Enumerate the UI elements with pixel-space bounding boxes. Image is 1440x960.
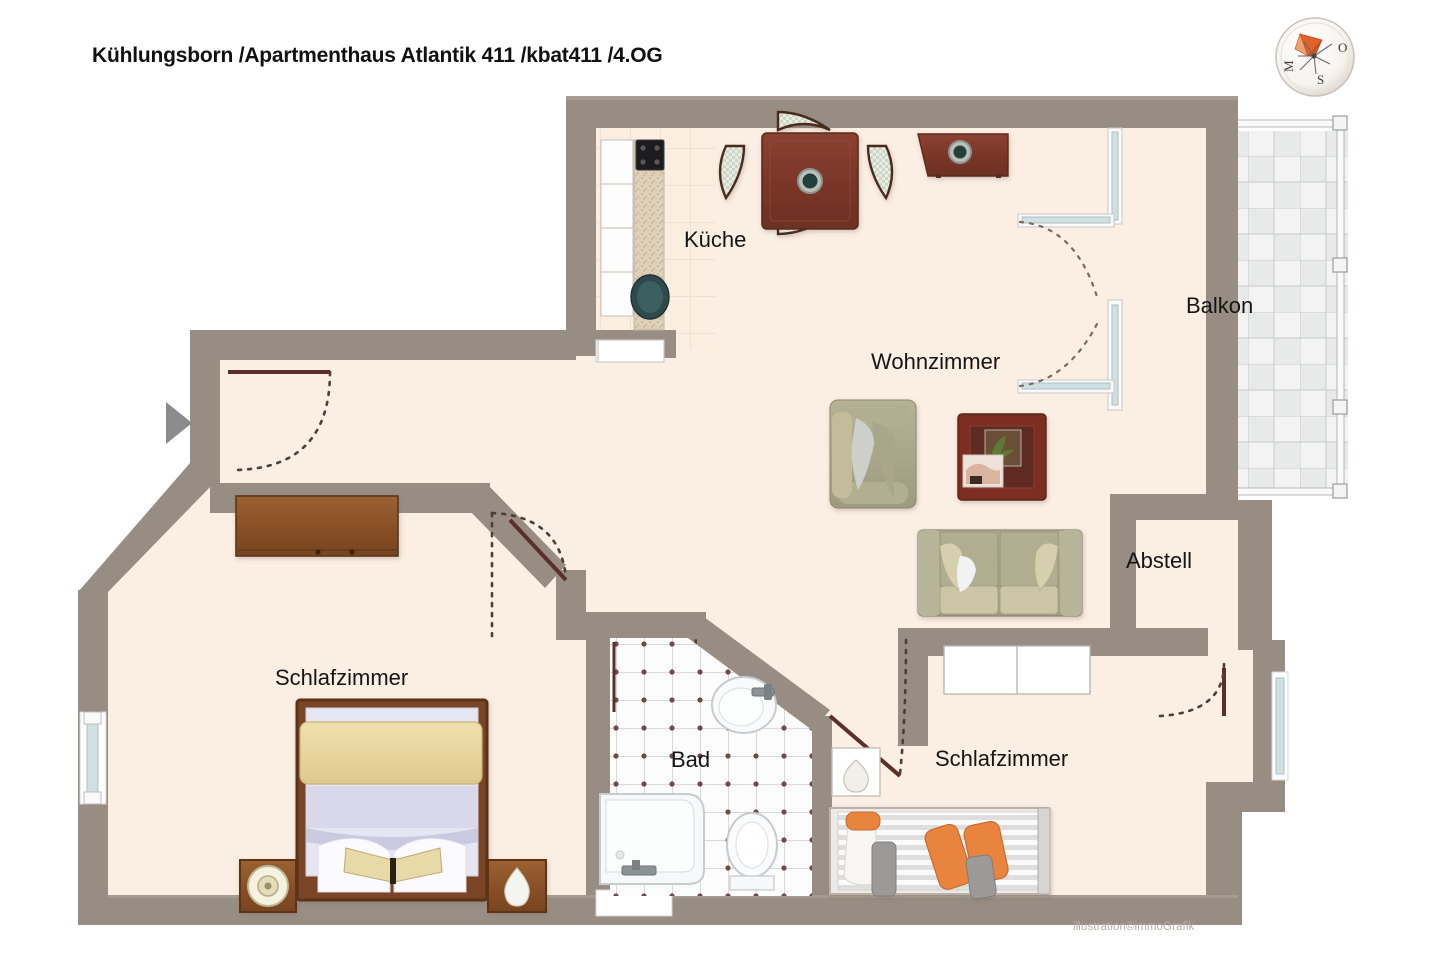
kitchen-sink	[630, 274, 670, 320]
compass-rose: O S M	[1270, 12, 1360, 102]
bathtub	[599, 793, 705, 885]
nightstand-bedroom2	[831, 747, 881, 797]
window-bedroom2	[1271, 671, 1289, 781]
entrance-arrow	[166, 402, 192, 444]
room-bad	[599, 638, 812, 896]
page-title: Kühlungsborn /Apartmenthaus Atlantik 411…	[92, 44, 663, 67]
balcony-door-lower	[1017, 299, 1123, 411]
coffee-table	[957, 413, 1047, 501]
nightstand	[239, 859, 297, 913]
door-arc-balcony-lower	[1018, 316, 1102, 388]
compass-rays	[1298, 41, 1333, 75]
kitchen-furniture	[597, 139, 670, 363]
door-arc-entrance	[230, 370, 332, 472]
watermark: illustration©immoGrafik	[1073, 921, 1195, 933]
stove	[635, 139, 665, 171]
sideboard	[917, 133, 1009, 178]
compass-west-label: M	[1281, 60, 1296, 72]
window-bedroom1	[79, 711, 107, 805]
compass-south-label: S	[1317, 72, 1324, 87]
sofa	[917, 529, 1083, 617]
double-bed	[239, 698, 547, 913]
single-bed	[829, 807, 1051, 900]
storage-shelf	[943, 645, 1091, 695]
door-arc-bedroom2	[898, 638, 908, 776]
washbasin	[711, 676, 777, 734]
door-leaf-bedroom1	[508, 518, 568, 582]
bedroom2-furniture	[829, 747, 1051, 900]
door-leaf-bedroom2	[828, 714, 902, 778]
dining-chair	[866, 144, 894, 201]
compass-east-label: O	[1338, 40, 1347, 55]
toilet	[726, 812, 778, 891]
wall-highlights	[108, 96, 1238, 898]
nightstand	[487, 859, 547, 913]
balcony-door-upper	[1017, 127, 1123, 228]
door-arc-abstell	[1158, 662, 1226, 718]
door-arc-balcony-upper	[1018, 220, 1100, 302]
armchair	[829, 399, 917, 509]
kitchen-cabinets	[597, 139, 665, 363]
dining-chair	[776, 110, 831, 132]
windows	[79, 127, 1289, 917]
dining-chair	[718, 144, 746, 201]
dining-set	[718, 110, 894, 236]
door-arc-bedroom1	[490, 511, 568, 580]
wardrobe	[235, 495, 399, 557]
